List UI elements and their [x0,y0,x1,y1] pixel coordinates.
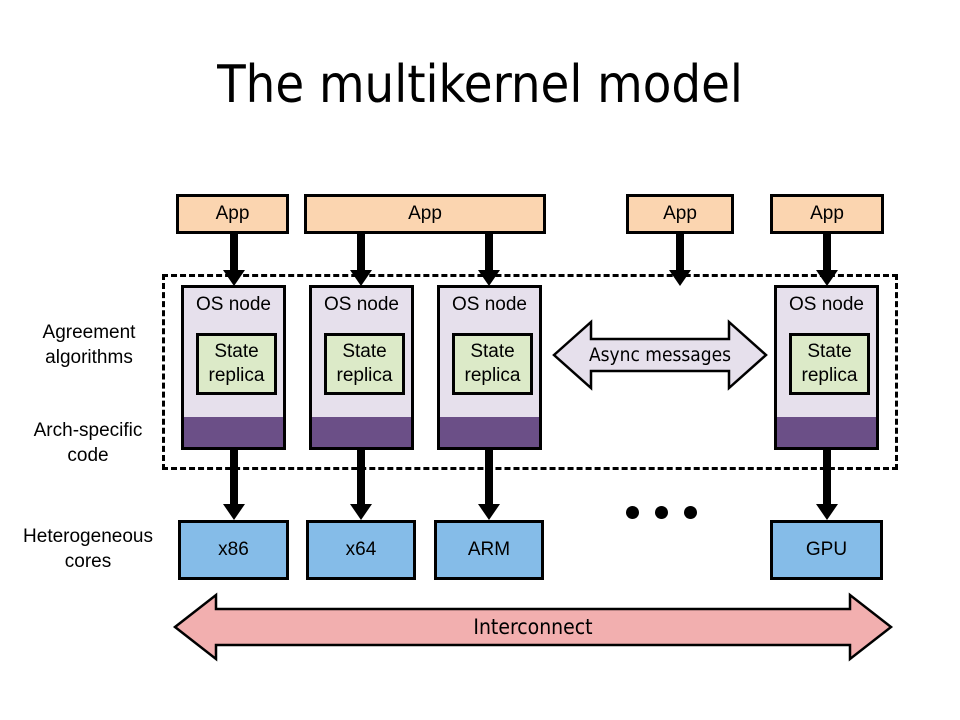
core-box-x64[interactable]: x64 [306,520,416,580]
state-replica-line1: State [342,341,387,362]
os-node-title: OS node [452,294,527,315]
label-cores-line2: cores [64,551,112,572]
arrow-osnode3-to-core3 [478,450,500,520]
state-replica-line2: replica [464,365,521,386]
async-arrow-shape [552,319,768,391]
arrow-head [223,504,245,520]
state-replica-line1: State [214,341,259,362]
os-node-box-1[interactable]: OS node State replica [181,285,286,450]
os-node-box-3[interactable]: OS node State replica [437,285,542,450]
state-replica-box[interactable]: State replica [324,333,405,395]
ellipsis-dots [626,506,697,519]
core-box-label: x64 [345,539,377,560]
os-node-title: OS node [324,294,399,315]
state-replica-line2: replica [208,365,265,386]
core-box-x86[interactable]: x86 [178,520,289,580]
state-replica-line2: replica [801,365,858,386]
state-replica-line1: State [470,341,515,362]
state-replica-line1: State [807,341,852,362]
label-arch-specific-code: Arch-specific code [14,418,162,468]
label-agreement-line1: Agreement [42,322,136,343]
core-box-arm[interactable]: ARM [434,520,544,580]
app-box-1[interactable]: App [176,194,289,234]
interconnect-arrow-shape [172,592,894,662]
arrow-head [478,504,500,520]
label-agreement-line2: algorithms [45,347,133,368]
interconnect-arrow: Interconnect [172,592,894,662]
arrow-shaft [230,234,238,274]
arch-specific-strip [777,417,876,447]
state-replica-box[interactable]: State replica [789,333,870,395]
arrow-shaft [676,234,684,274]
dot-icon [684,506,697,519]
core-box-gpu[interactable]: GPU [770,520,883,580]
arrow-osnode4-to-core4 [816,450,838,520]
arrow-shaft [823,450,831,508]
os-node-box-2[interactable]: OS node State replica [309,285,414,450]
state-replica-box[interactable]: State replica [452,333,533,395]
app-box-3[interactable]: App [626,194,734,234]
arch-specific-strip [312,417,411,447]
label-arch-line1: Arch-specific [33,420,143,441]
arrow-shaft [485,234,493,274]
core-box-label: ARM [467,539,511,560]
core-box-label: GPU [805,539,848,560]
dot-icon [655,506,668,519]
arrow-shaft [230,450,238,508]
page-title: The multikernel model [217,55,743,115]
app-box-label: App [408,203,442,224]
state-replica-box[interactable]: State replica [196,333,277,395]
async-messages-arrow: Async messages [551,318,769,392]
arrow-shaft [485,450,493,508]
dot-icon [626,506,639,519]
label-agreement-algorithms: Agreement algorithms [18,320,160,370]
app-box-label: App [663,203,697,224]
arrow-head [816,504,838,520]
core-box-label: x86 [218,539,249,560]
label-cores-line1: Heterogeneous [23,526,153,547]
arrow-shaft [357,450,365,508]
arch-specific-strip [184,417,283,447]
arrow-shaft [823,234,831,274]
state-replica-line2: replica [336,365,393,386]
app-box-label: App [810,203,844,224]
kernel-boundary-dashed-box [162,274,898,470]
os-node-title: OS node [789,294,864,315]
arrow-head [350,504,372,520]
os-node-box-4[interactable]: OS node State replica [774,285,879,450]
app-box-label: App [215,203,250,224]
app-box-2[interactable]: App [304,194,546,234]
app-box-4[interactable]: App [770,194,884,234]
arrow-osnode2-to-core2 [350,450,372,520]
arrow-osnode1-to-core1 [223,450,245,520]
os-node-title: OS node [196,294,271,315]
arch-specific-strip [440,417,539,447]
arrow-shaft [357,234,365,274]
label-arch-line2: code [67,445,109,466]
label-heterogeneous-cores: Heterogeneous cores [8,524,168,574]
